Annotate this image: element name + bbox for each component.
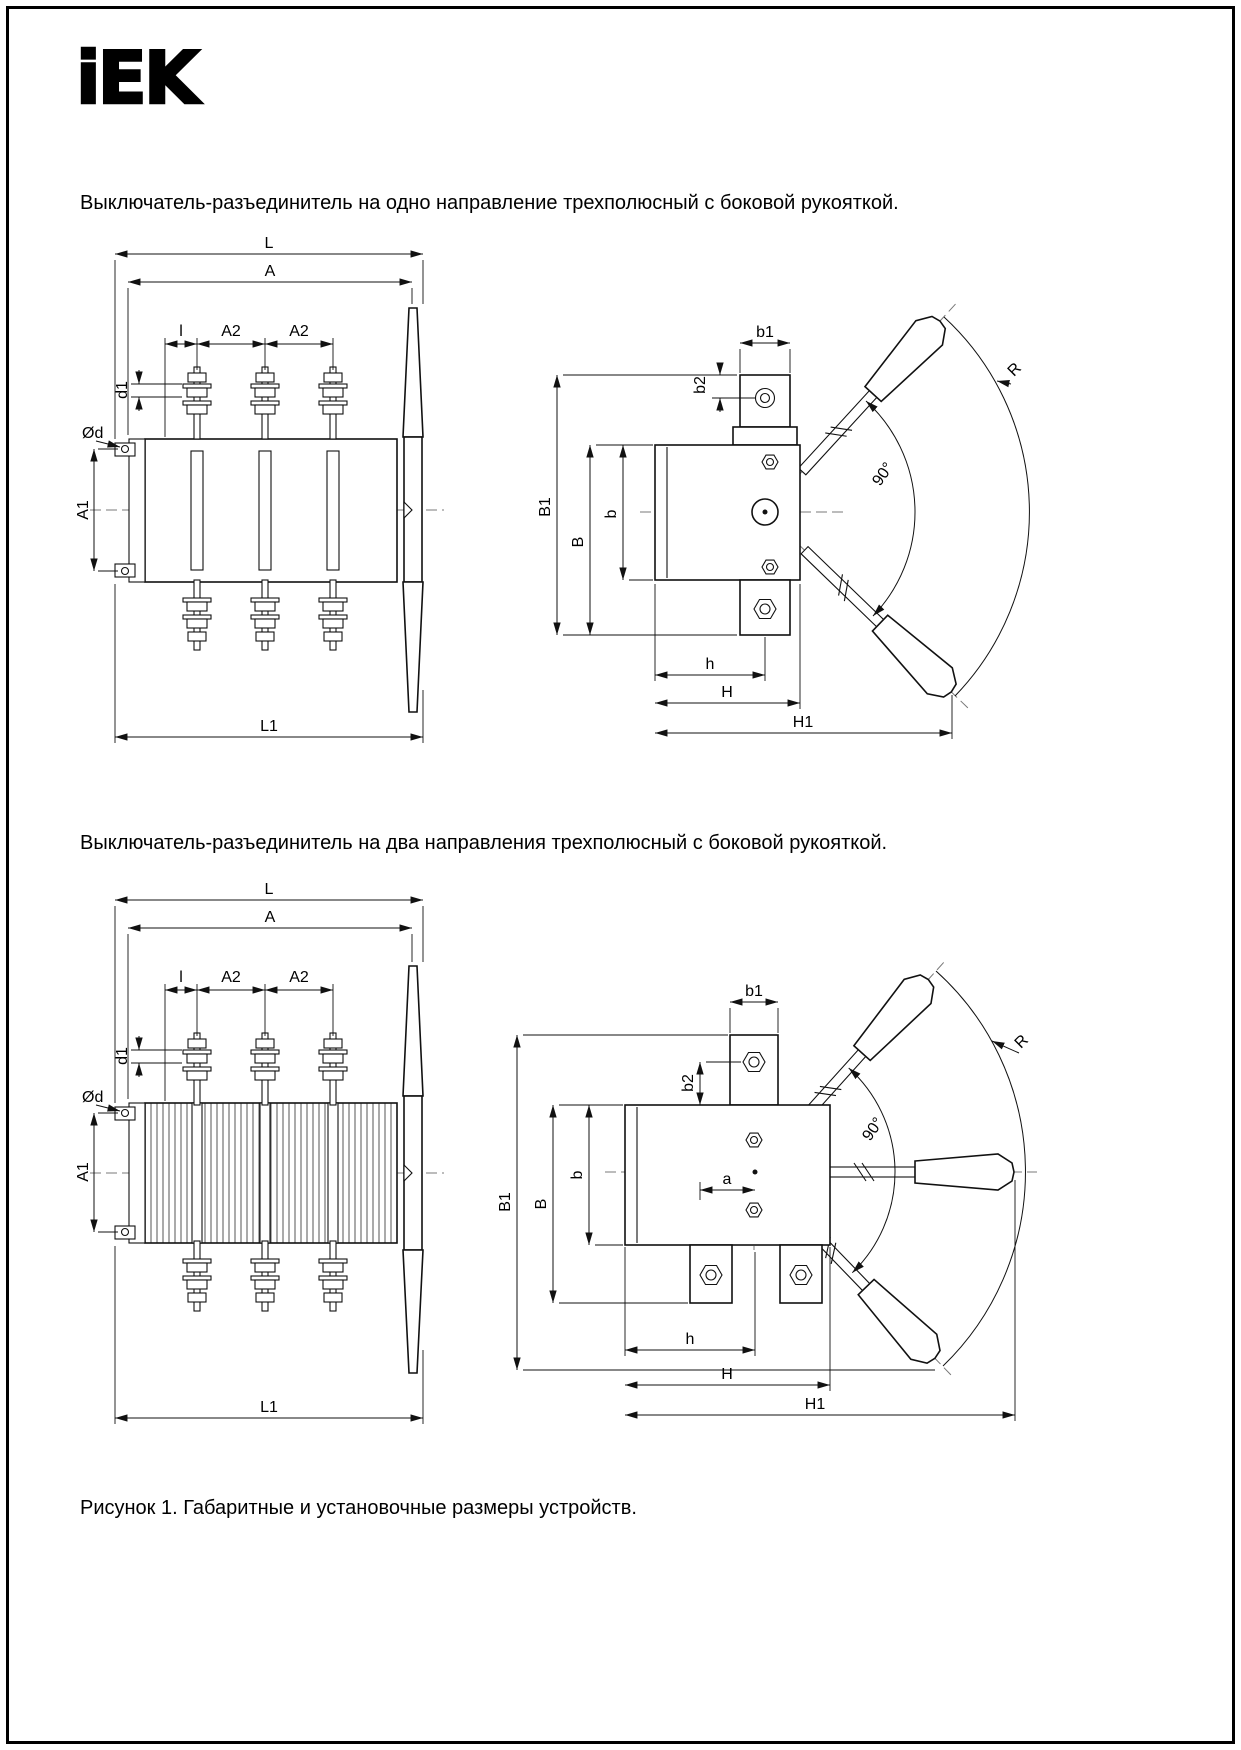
top-bracket bbox=[729, 1034, 779, 1106]
dim-label-L: L bbox=[265, 881, 274, 898]
dim-label-A1: A1 bbox=[75, 1162, 92, 1182]
dim-label-B1: B1 bbox=[537, 497, 554, 517]
drawing-one-direction-front-view: L A l A2 A2 d1 A1 Ød L1 bbox=[75, 235, 444, 743]
radius-leader bbox=[991, 1040, 1020, 1054]
dim-label-A: A bbox=[265, 263, 276, 280]
dim-label-h: h bbox=[706, 656, 715, 673]
drawing-two-directions-side-view: 90° R b1 b2 B1 B b a bbox=[497, 949, 1038, 1421]
mounting-bracket bbox=[114, 438, 146, 583]
dim-label-d1: d1 bbox=[114, 381, 131, 399]
radius-leader bbox=[996, 380, 1012, 388]
side-handle-blade bbox=[402, 965, 424, 1374]
dim-label-d1: d1 bbox=[114, 1047, 131, 1065]
dim-label-L: L bbox=[265, 235, 274, 252]
dim-label-b1: b1 bbox=[756, 324, 774, 341]
switch-body bbox=[144, 438, 398, 583]
dim-label-B: B bbox=[570, 537, 587, 548]
dim-label-h: h bbox=[686, 1331, 695, 1348]
mounting-bracket bbox=[114, 1102, 146, 1244]
dim-label-b: b bbox=[603, 509, 620, 518]
side-handle-blade bbox=[402, 307, 424, 713]
dim-label-b: b bbox=[569, 1170, 586, 1179]
dim-label-H1: H1 bbox=[793, 714, 814, 731]
switch-body-side bbox=[624, 1104, 831, 1246]
bottom-brackets bbox=[689, 1244, 823, 1304]
page-border bbox=[6, 6, 1235, 1744]
angle-arc bbox=[865, 400, 916, 617]
dim-label-Od: Ød bbox=[82, 425, 103, 442]
title-two-directions: Выключатель-разъединитель на два направл… bbox=[80, 832, 888, 854]
dim-label-H: H bbox=[721, 1366, 733, 1383]
angle-arc bbox=[848, 1067, 896, 1274]
dim-label-b2: b2 bbox=[680, 1074, 697, 1092]
dim-label-A2: A2 bbox=[289, 323, 309, 340]
dim-label-H1: H1 bbox=[805, 1396, 826, 1413]
dim-label-R: R bbox=[1012, 1032, 1032, 1052]
drawing-one-direction-side-view: 90° R b1 b2 B1 B b h bbox=[537, 291, 1030, 739]
dim-label-90deg: 90° bbox=[869, 460, 897, 490]
dim-label-l: l bbox=[179, 969, 183, 986]
dimensions: L A l A2 A2 d1 A1 Ød L1 bbox=[75, 881, 424, 1424]
figure-caption: Рисунок 1. Габаритные и установочные раз… bbox=[80, 1497, 637, 1519]
dim-label-B: B bbox=[533, 1199, 550, 1210]
dim-label-L1: L1 bbox=[260, 1399, 278, 1416]
handle-sweep-arc bbox=[943, 316, 1030, 697]
dimensions: b1 b2 B1 B b a h H H1 bbox=[497, 983, 1016, 1421]
dim-label-A: A bbox=[265, 909, 276, 926]
dim-label-B1: B1 bbox=[497, 1192, 514, 1212]
dimensions: b1 b2 B1 B b h H H1 bbox=[537, 324, 953, 739]
title-one-direction: Выключатель-разъединитель на одно направ… bbox=[80, 192, 899, 214]
drawing-two-directions-front-view: L A l A2 A2 d1 A1 Ød L1 bbox=[75, 881, 444, 1424]
dim-label-R: R bbox=[1005, 360, 1025, 380]
iek-logo: iEK bbox=[75, 35, 201, 122]
dim-label-b2: b2 bbox=[692, 376, 709, 394]
pivot-point bbox=[752, 1169, 758, 1175]
dim-label-A2: A2 bbox=[221, 969, 241, 986]
dim-label-Od: Ød bbox=[82, 1089, 103, 1106]
dimensions: L A l A2 A2 d1 A1 Ød L1 bbox=[75, 235, 424, 743]
dim-label-a: a bbox=[723, 1171, 732, 1188]
dim-label-A2: A2 bbox=[289, 969, 309, 986]
dim-label-90deg: 90° bbox=[859, 1115, 887, 1145]
dim-label-l: l bbox=[179, 323, 183, 340]
dim-label-A2: A2 bbox=[221, 323, 241, 340]
dim-label-H: H bbox=[721, 684, 733, 701]
handle-sweep-arc bbox=[935, 970, 1026, 1367]
switch-body-side bbox=[654, 444, 801, 581]
top-bracket bbox=[732, 374, 798, 446]
bottom-bracket bbox=[739, 579, 791, 636]
dim-label-L1: L1 bbox=[260, 718, 278, 735]
dim-label-b1: b1 bbox=[745, 983, 763, 1000]
switch-body-hatched bbox=[144, 1102, 398, 1244]
dim-label-A1: A1 bbox=[75, 500, 92, 520]
